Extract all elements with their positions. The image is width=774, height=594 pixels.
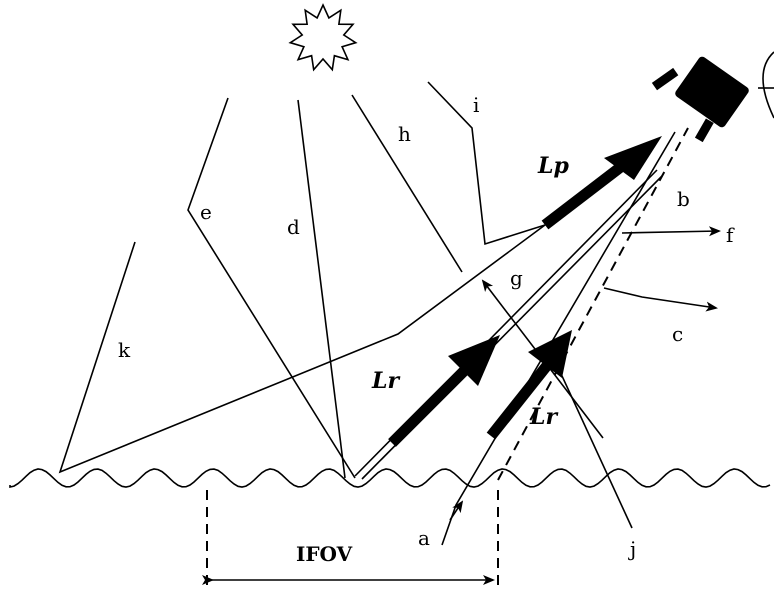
label-c: c xyxy=(672,322,683,346)
lp-thick-arrow-shaft xyxy=(541,161,626,230)
path-k xyxy=(58,224,546,474)
label-e: e xyxy=(200,200,212,224)
label-g: g xyxy=(510,266,523,290)
label-i: i xyxy=(473,93,479,117)
label-d: d xyxy=(287,215,300,239)
label-f: f xyxy=(726,223,735,247)
path-i xyxy=(427,81,546,246)
path-h xyxy=(351,94,463,273)
lr-right-arrowhead xyxy=(528,330,572,378)
label-k: k xyxy=(118,338,131,362)
path-f xyxy=(621,226,721,237)
path-e xyxy=(187,97,356,479)
sun-icon xyxy=(288,3,358,72)
label-a: a xyxy=(418,526,430,550)
label-h: h xyxy=(398,122,411,146)
lp-arrowhead xyxy=(604,136,662,180)
label-lr-left: Lr xyxy=(371,368,400,394)
ifov-dashed-view-line xyxy=(497,127,689,481)
label-b: b xyxy=(677,187,690,211)
lr-left-thick-arrow-shaft xyxy=(388,363,472,447)
path-c xyxy=(603,287,718,312)
sensor-icon xyxy=(651,51,774,143)
label-lp: Lp xyxy=(537,153,569,179)
label-lr-right: Lr xyxy=(529,404,558,430)
lr-left-arrowhead xyxy=(448,335,500,386)
lr-right-thick-arrow-shaft xyxy=(486,359,554,440)
path-j xyxy=(550,351,633,529)
sensor-lens-arc xyxy=(762,51,774,119)
path-d xyxy=(297,99,346,479)
path-a-arrowhead xyxy=(449,500,464,521)
label-ifov: IFOV xyxy=(296,542,353,566)
water-surface xyxy=(9,468,771,488)
label-j: j xyxy=(628,537,636,561)
